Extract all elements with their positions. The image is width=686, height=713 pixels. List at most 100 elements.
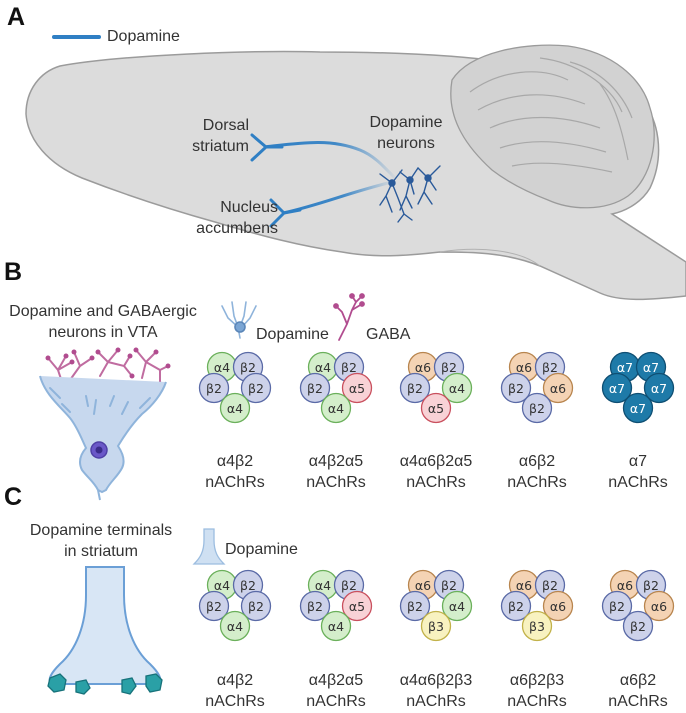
receptor-subunit-label: α5 [349, 381, 365, 396]
striatum-title: Dopamine terminals in striatum [29, 522, 173, 560]
panel-label-a: A [7, 3, 26, 31]
receptor-subunit-label: β2 [441, 360, 457, 375]
receptor-subunit-label: β2 [206, 381, 222, 396]
striatum-terminal-illustration [47, 566, 163, 695]
receptor-subunit-label: β2 [307, 599, 323, 614]
receptor-name: α4α6β2α5 [399, 453, 473, 470]
receptor-subunit [399, 372, 431, 404]
receptor-suffix: nAChRs [205, 693, 265, 710]
receptor-subunit [320, 392, 352, 424]
receptor-subunit [643, 372, 675, 404]
receptor-subunit-label: α6 [415, 360, 431, 375]
panel-label-c: C [4, 483, 23, 511]
receptor-caption: α6β2 nAChRs [507, 451, 567, 493]
receptor-subunit-label: β2 [609, 599, 625, 614]
dopamine-legend-label: Dopamine [107, 28, 180, 45]
receptor-subunit-label: β2 [248, 599, 264, 614]
receptor-subunit-label: β2 [240, 360, 256, 375]
receptor-name: α4α6β2β3 [399, 672, 473, 689]
receptor-subunit [500, 372, 532, 404]
receptor-subunit [420, 392, 452, 424]
receptor-suffix: nAChRs [306, 474, 366, 491]
receptor-subunit-label: α6 [415, 578, 431, 593]
receptor-subunit-label: β2 [529, 401, 545, 416]
receptor-subunit-label: α7 [617, 360, 633, 375]
receptor-subunit [198, 590, 230, 622]
receptor-subunit [521, 392, 553, 424]
receptor-subunit [420, 610, 452, 642]
receptor-subunit-label: α4 [449, 381, 465, 396]
dopamine-neurons-cluster [379, 165, 441, 223]
vta-neuron-illustration [39, 347, 171, 501]
receptor-subunit [542, 590, 574, 622]
dopamine-neuron-icon [221, 301, 257, 339]
receptor-subunit-label: α6 [516, 360, 532, 375]
receptor-subunit-label: β2 [407, 381, 423, 396]
gaba-neuron-icon [333, 293, 365, 341]
receptor-subunit-label: β2 [240, 578, 256, 593]
receptor-subunit [643, 590, 675, 622]
receptor-subunit-label: β2 [407, 599, 423, 614]
receptor-name: α4β2 [216, 672, 254, 689]
receptor-subunit-label: α4 [214, 360, 230, 375]
receptor-suffix: nAChRs [608, 693, 668, 710]
receptor-subunit [341, 590, 373, 622]
receptor-subunit [240, 372, 272, 404]
receptor-subunit-label: β2 [630, 619, 646, 634]
brain-illustration [25, 44, 686, 301]
receptor-subunit [622, 610, 654, 642]
nucleus-accumbens-terminal [269, 198, 302, 228]
receptor-subunit-label: α7 [643, 360, 659, 375]
receptor-subunit [601, 372, 633, 404]
receptor-caption: α4β2α5 nAChRs [306, 670, 366, 712]
receptor-name: α7 [628, 453, 648, 470]
receptor-subunit-label: β2 [206, 599, 222, 614]
receptor-subunit-label: β2 [542, 360, 558, 375]
receptor-subunit [500, 590, 532, 622]
receptor-subunit [240, 590, 272, 622]
nucleus-accumbens-label: Nucleus accumbens [196, 199, 278, 237]
receptor-name: α4β2α5 [308, 453, 364, 470]
receptor-subunit [622, 392, 654, 424]
receptor-caption: α4β2 nAChRs [205, 670, 265, 712]
striatum-legend-dopamine: Dopamine [225, 541, 298, 558]
receptor-subunit-label: β3 [428, 619, 444, 634]
receptor-subunit-label: α4 [328, 401, 344, 416]
receptor-subunit-label: β2 [341, 578, 357, 593]
receptor-suffix: nAChRs [507, 474, 567, 491]
dorsal-striatum-terminal [250, 133, 284, 162]
panel-label-b: B [4, 258, 23, 286]
receptor-subunit-label: α4 [227, 401, 243, 416]
receptor-subunit [198, 372, 230, 404]
receptor-name: α6β2 [619, 672, 657, 689]
receptor-subunit-label: α4 [227, 619, 243, 634]
receptor-subunit-label: α6 [651, 599, 667, 614]
receptor-subunit-label: α4 [315, 360, 331, 375]
vta-title: Dopamine and GABAergic neurons in VTA [9, 303, 197, 341]
receptor-subunit [299, 590, 331, 622]
vta-neuron-body [39, 375, 167, 501]
receptor-suffix: nAChRs [306, 693, 366, 710]
dopamine-neurons-label: Dopamine neurons [369, 114, 443, 152]
receptor-subunit-label: β2 [307, 381, 323, 396]
receptor-suffix: nAChRs [507, 693, 567, 710]
projection-dorsal-striatum [263, 141, 397, 180]
receptor-subunit-label: α6 [516, 578, 532, 593]
receptor-subunit-label: β2 [508, 599, 524, 614]
receptor-name: α4β2α5 [308, 672, 364, 689]
receptor-name: α6β2 [518, 453, 556, 470]
receptor-subunit [219, 610, 251, 642]
receptor-subunit [521, 610, 553, 642]
receptor-subunit [219, 392, 251, 424]
